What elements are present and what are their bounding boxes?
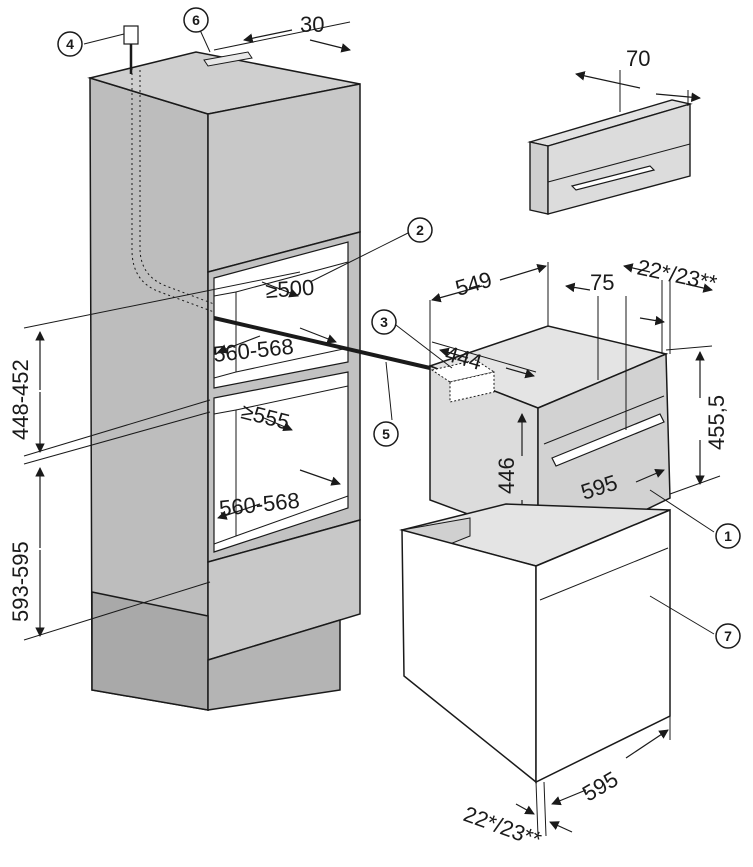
dim-446: 446 (494, 457, 519, 494)
dim-448-452: 448-452 (8, 359, 33, 440)
dim-22-23-bottom: 22*/23** (460, 801, 545, 852)
callout-4-label: 4 (66, 36, 74, 52)
junction-box (123, 25, 139, 45)
callout-5-label: 5 (382, 426, 390, 442)
callout-2-label: 2 (416, 222, 424, 238)
cabinet-plinth-front (207, 618, 341, 711)
lower-niche-opening (213, 371, 349, 553)
dim-455-5: 455,5 (704, 395, 729, 450)
callout-3-label: 3 (380, 314, 388, 330)
callout-1: 1 (715, 523, 741, 549)
callout-5: 5 (373, 421, 399, 447)
dim-500: ≥500 (265, 275, 315, 303)
callout-3: 3 (371, 309, 397, 335)
dim-30: 30 (300, 12, 324, 37)
callout-4: 4 (57, 31, 83, 57)
oven-side (401, 529, 537, 784)
dim-70: 70 (626, 46, 650, 71)
callout-7-label: 7 (724, 628, 732, 644)
power-cable (213, 316, 431, 370)
callout-1-label: 1 (724, 528, 732, 544)
dim-549: 549 (452, 267, 494, 301)
callout-6-label: 6 (192, 12, 200, 28)
dim-22-23-top: 22*/23** (635, 254, 720, 295)
drawer-unit-handle (551, 413, 665, 467)
dim-595-oven: 595 (578, 766, 622, 806)
dim-75: 75 (590, 270, 614, 295)
drawer-handle (570, 165, 656, 191)
ventilation-slot (203, 51, 253, 67)
tall-cabinet (87, 25, 431, 711)
oven-unit (399, 503, 671, 784)
callout-leaders (83, 29, 715, 635)
upper-niche-opening (213, 241, 349, 389)
callout-2: 2 (407, 217, 433, 243)
drawer-front-detail: 70 (527, 46, 701, 215)
callout-7: 7 (715, 623, 741, 649)
dim-593-595: 593-595 (8, 541, 33, 622)
callout-6: 6 (183, 7, 209, 33)
